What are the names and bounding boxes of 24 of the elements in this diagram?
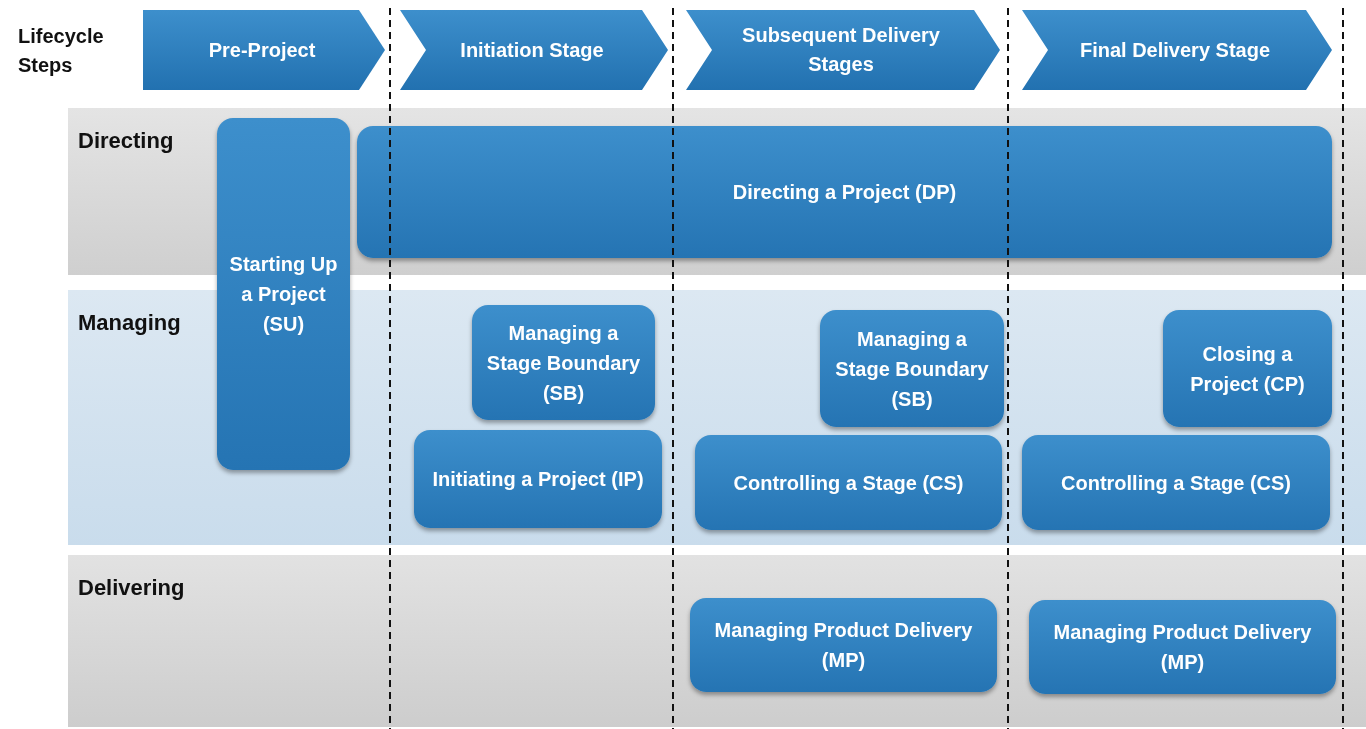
process-box: Managing a Stage Boundary (SB) <box>472 305 655 420</box>
process-box: Starting Up a Project (SU) <box>217 118 350 470</box>
stage-header <box>143 10 385 90</box>
stage-header <box>400 10 668 90</box>
stage-label: Pre-Project <box>207 37 317 63</box>
row-title: Lifecycle Steps <box>18 24 105 78</box>
process-box: Directing a Project (DP) <box>357 126 1332 258</box>
stage-label: Subsequent Delivery Stages <box>741 23 941 77</box>
stage-label: Initiation Stage <box>459 37 605 63</box>
swimlane-band <box>68 555 1366 727</box>
stage-label: Final Delivery Stage <box>1078 37 1272 63</box>
process-box: Closing a Project (CP) <box>1163 310 1332 427</box>
process-box: Managing Product Delivery (MP) <box>690 598 997 692</box>
lane-heading: Directing <box>78 128 174 154</box>
process-box: Initiating a Project (IP) <box>414 430 662 528</box>
stage-header <box>1022 10 1332 90</box>
process-box: Controlling a Stage (CS) <box>1022 435 1330 530</box>
lane-heading: Managing <box>78 310 181 336</box>
lane-heading: Delivering <box>78 575 185 601</box>
process-box: Controlling a Stage (CS) <box>695 435 1002 530</box>
process-box: Managing Product Delivery (MP) <box>1029 600 1336 694</box>
process-box: Managing a Stage Boundary (SB) <box>820 310 1004 427</box>
swimlane-band <box>68 108 1366 275</box>
stage-header <box>686 10 1000 90</box>
